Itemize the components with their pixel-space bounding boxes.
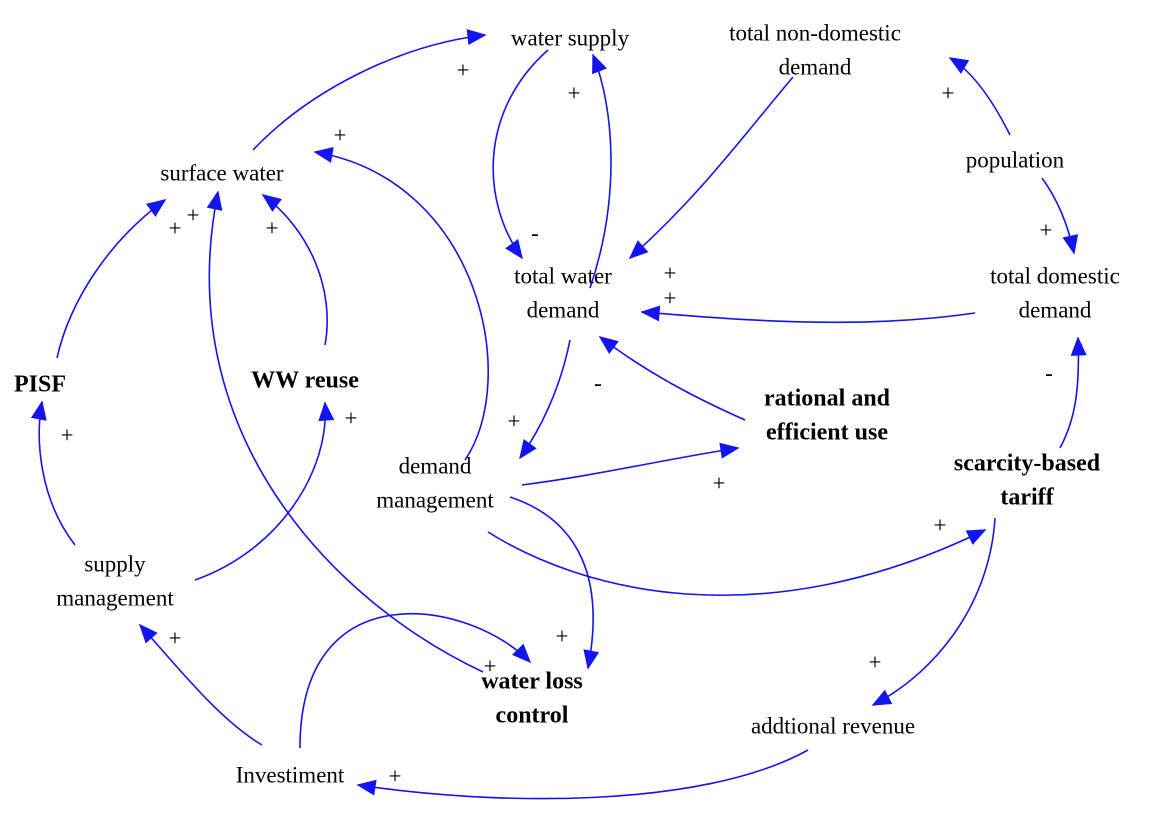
node-pisf: PISF [14,372,66,398]
node-total-water-demand: total water demand [514,263,612,322]
polarity-demand-management-to-water-loss-control: + [556,623,569,648]
link-total-domestic-demand-to-total-water-demand [640,305,976,324]
node-water-loss-control: water loss control [481,669,583,729]
link-investiment-to-water-loss-control [299,612,532,749]
node-population: population [966,147,1065,172]
node-investiment-line-1: Investiment [236,762,345,787]
node-population-line-1: population [966,147,1065,172]
node-rational-and-efficient-use-line-2: efficient use [766,420,888,446]
link-supply-management-to-pisf [30,400,76,546]
node-water-supply: water supply [511,25,630,50]
node-scarcity-based-tariff-line-2: tariff [1000,485,1054,511]
polarity-ww-reuse-to-surface-water: + [266,215,279,240]
link-population-to-total-domestic-demand [1041,177,1079,255]
polarity-pisf-to-surface-water: + [169,215,182,240]
link-ww-reuse-to-surface-water [261,194,328,346]
link-scarcity-based-tariff-to-total-domestic-demand [1059,336,1087,449]
node-addtional-revenue-line-1: addtional revenue [751,713,915,738]
node-surface-water-line-1: surface water [160,160,284,185]
node-addtional-revenue: addtional revenue [751,713,915,738]
link-demand-management-to-rational-and-efficient-use [521,442,740,486]
node-ww-reuse-line-1: WW reuse [251,368,359,394]
node-ww-reuse: WW reuse [251,368,359,394]
node-total-water-demand-line-1: total water [514,263,612,288]
link-total-water-demand-to-demand-management [519,339,571,460]
node-water-loss-control-line-2: control [496,703,569,729]
link-demand-management-to-water-loss-control [509,496,600,670]
polarity-water-supply-to-total-water-demand: - [531,220,539,245]
polarity-scarcity-based-tariff-to-total-domestic-demand: - [1045,360,1053,385]
link-water-loss-control-to-surface-water [206,190,484,673]
node-water-loss-control-line-1: water loss [481,669,583,695]
node-total-domestic-demand: total domestic demand [990,263,1120,322]
node-total-non-domestic-demand-line-2: demand [779,54,852,79]
polarity-rational-and-efficient-use-to-total-water-demand: - [594,370,602,395]
link-pisf-to-surface-water [56,199,167,359]
node-investiment: Investiment [236,762,345,787]
polarity-supply-management-to-pisf: + [61,422,74,447]
node-total-non-domestic-demand: total non-domestic demand [729,20,901,79]
polarity-investiment-to-supply-management: + [169,625,182,650]
link-scarcity-based-tariff-to-addtional-revenue [871,517,996,706]
polarity-demand-management-to-scarcity-based-tariff: + [934,512,947,537]
link-total-non-domestic-demand-to-total-water-demand [628,76,794,260]
link-population-to-total-non-domestic-demand [948,57,1011,136]
node-pisf-line-1: PISF [14,372,66,398]
node-scarcity-based-tariff: scarcity-based tariff [954,451,1101,511]
node-total-non-domestic-demand-line-1: total non-domestic [729,20,901,45]
link-investiment-to-supply-management [138,623,263,746]
polarity-supply-management-to-ww-reuse: + [345,405,358,430]
link-rational-and-efficient-use-to-total-water-demand [598,336,746,421]
link-supply-management-to-ww-reuse [194,401,335,581]
node-total-domestic-demand-line-1: total domestic [990,263,1120,288]
polarity-layer: ++-+++++++++-+-++++++++ [61,57,1053,788]
link-surface-water-to-water-supply [252,29,487,151]
node-supply-management-line-2: management [56,585,174,610]
node-rational-and-efficient-use-line-1: rational and [764,386,891,412]
polarity-scarcity-based-tariff-to-addtional-revenue: + [869,649,882,674]
polarity-population-to-total-non-domestic-demand: + [942,80,955,105]
polarity-total-water-demand-to-demand-management: + [508,408,521,433]
polarity-investiment-to-water-loss-control: + [484,653,497,678]
link-total-water-demand-to-water-supply [589,53,612,289]
polarity-demand-management-to-rational-and-efficient-use: + [713,470,726,495]
links-layer [30,29,1087,800]
node-demand-management: demand management [376,453,494,512]
polarity-total-domestic-demand-to-total-water-demand: + [664,285,677,310]
node-demand-management-line-1: demand [399,453,472,478]
link-addtional-revenue-to-investiment [356,749,809,800]
node-supply-management-line-1: supply [84,551,146,576]
polarity-population-to-total-domestic-demand: + [1040,217,1053,242]
node-water-supply-line-1: water supply [511,25,630,50]
node-scarcity-based-tariff-line-1: scarcity-based [954,451,1101,477]
node-total-domestic-demand-line-2: demand [1019,297,1092,322]
polarity-total-non-domestic-demand-to-total-water-demand: + [664,260,677,285]
link-water-supply-to-total-water-demand [492,49,549,260]
polarity-addtional-revenue-to-investiment: + [389,763,402,788]
polarity-demand-management-to-surface-water: + [334,122,347,147]
node-supply-management: supply management [56,551,174,610]
link-demand-management-to-surface-water [313,147,489,461]
node-rational-and-efficient-use: rational and efficient use [764,386,891,446]
nodes-layer: water supply total non-domestic demand surf… [14,20,1120,787]
node-demand-management-line-2: management [376,487,494,512]
polarity-water-loss-control-to-surface-water: + [187,202,200,227]
link-demand-management-to-scarcity-based-tariff [487,529,987,596]
node-total-water-demand-line-2: demand [527,297,600,322]
polarity-surface-water-to-water-supply: + [457,57,470,82]
node-surface-water: surface water [160,160,284,185]
polarity-total-water-demand-to-water-supply: + [568,80,581,105]
